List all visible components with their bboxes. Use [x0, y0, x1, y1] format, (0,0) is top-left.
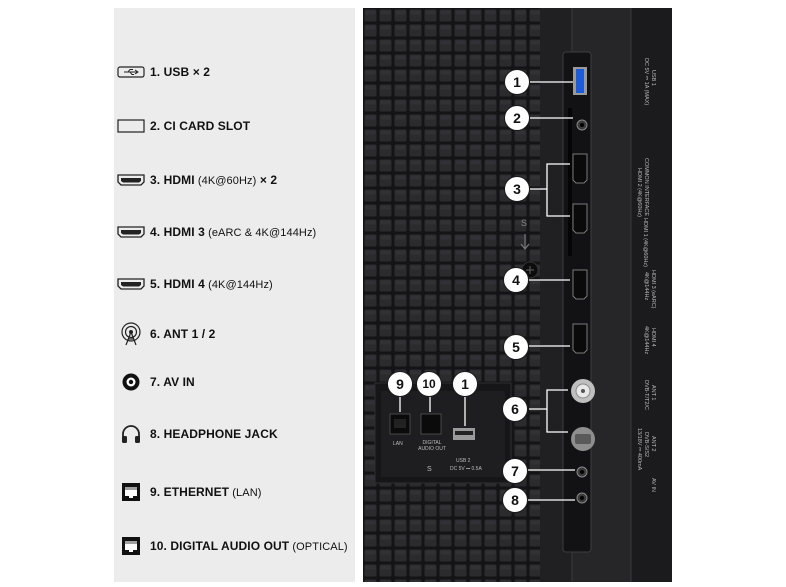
hdmi2-label: HDMI 2 (4K@60Hz) [636, 168, 642, 217]
ci-card-slot-icon [116, 114, 146, 138]
legend-suffix: × 2 [256, 173, 278, 187]
hdmi1-label: HDMI 1 (4K@60Hz) [642, 218, 648, 267]
tv-back-panel-photo: 1 2 3 4 5 6 7 8 9 10 1 LAN DIGITAL AUDIO… [363, 8, 672, 582]
antenna-icon [116, 322, 146, 346]
legend-label: 8. HEADPHONE JACK [150, 427, 278, 441]
legend-label: 2. CI CARD SLOT [150, 119, 251, 133]
legend-detail: (eARC & 4K@144Hz) [204, 227, 317, 239]
hdmi-icon [116, 168, 146, 192]
legend-label: 3. HDMI [150, 173, 195, 187]
digital-audio-out-label: DIGITAL AUDIO OUT [418, 440, 446, 452]
usb-icon [116, 60, 146, 84]
legend-detail: (4K@144Hz) [204, 279, 273, 291]
ant2-label: ANT 2 [650, 436, 656, 452]
usb2-power-label: DC 5V ⎓ 0.5A [450, 466, 482, 472]
hdmi3-rate-label: 4K@144Hz [643, 272, 649, 301]
s-mark-label: S [521, 218, 528, 228]
legend-label: 5. HDMI 4 [150, 277, 205, 291]
usb1-power-label: DC 5V ⎓ 1A (MAX) [643, 58, 649, 106]
av-in-icon [116, 370, 146, 394]
callout-badge: 3 [504, 176, 530, 202]
callout-badge: 2 [504, 105, 530, 131]
callout-badge: 1 [504, 69, 530, 95]
lan-label: LAN [393, 441, 403, 447]
hdmi-icon [116, 272, 146, 296]
hdmi3-label: HDMI 3 (eARC) [650, 270, 656, 309]
ant1-label: ANT 1 [650, 385, 656, 401]
legend-label: 4. HDMI 3 [150, 225, 205, 239]
ethernet-icon [116, 480, 146, 504]
callout-badge: 9 [387, 371, 413, 397]
ethernet-icon [116, 534, 146, 558]
legend-suffix: × 2 [189, 65, 211, 79]
headphone-icon [116, 422, 146, 446]
callout-badge: 5 [503, 334, 529, 360]
usb2-label: USB 2 [456, 458, 471, 464]
legend-detail: (LAN) [229, 487, 262, 499]
callout-badge: 6 [502, 396, 528, 422]
usb1-label: USB 1 [650, 70, 656, 86]
hdmi4-rate-label: 4K@144Hz [643, 326, 649, 355]
tv-back-panel-illustration [363, 8, 672, 582]
ant1-std-label: DVB-T/T2/C [643, 380, 649, 410]
legend-label: 6. ANT 1 / 2 [150, 327, 216, 341]
ant2-std-label: DVB-S/S2 [643, 432, 649, 458]
ant2-power-label: 13/18V ⎓ 400mA [636, 428, 642, 471]
connector-legend: 1. USB × 2 2. CI CARD SLOT 3. HDMI (4K@6… [114, 8, 355, 582]
legend-label: 9. ETHERNET [150, 485, 230, 499]
legend-detail: (4K@60Hz) [194, 175, 257, 187]
hdmi-icon [116, 220, 146, 244]
av-in-label: AV IN [650, 478, 656, 492]
s-mark-label: S [427, 466, 432, 473]
callout-badge: 1 [452, 371, 478, 397]
legend-label: 7. AV IN [150, 375, 195, 389]
legend-label: 1. USB [150, 65, 190, 79]
callout-badge: 4 [503, 267, 529, 293]
legend-label: 10. DIGITAL AUDIO OUT [150, 539, 290, 553]
callout-badge: 7 [502, 458, 528, 484]
hdmi4-label: HDMI 4 [650, 328, 656, 347]
callout-badge: 10 [416, 371, 442, 397]
common-interface-label: COMMON INTERFACE [643, 158, 649, 217]
legend-detail: (OPTICAL) [289, 541, 348, 553]
callout-badge: 8 [502, 487, 528, 513]
